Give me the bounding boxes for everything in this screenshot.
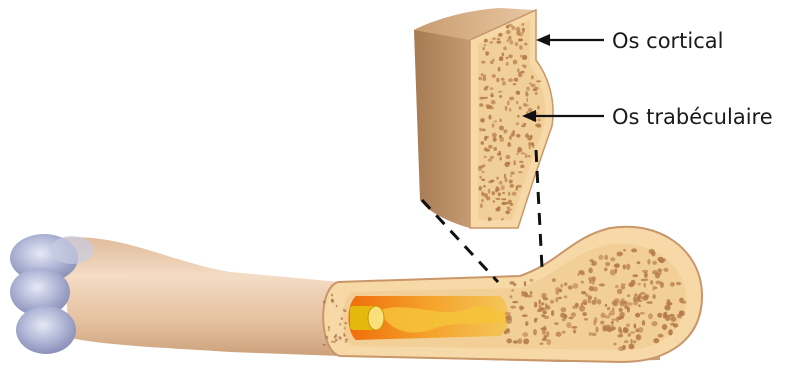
label-cortical: Os cortical — [612, 29, 724, 53]
bone-cross-section — [323, 227, 702, 362]
arrow-trabecular — [522, 110, 604, 122]
label-trabecular: Os trabéculaire — [612, 105, 773, 129]
arrow-cortical — [536, 34, 604, 46]
